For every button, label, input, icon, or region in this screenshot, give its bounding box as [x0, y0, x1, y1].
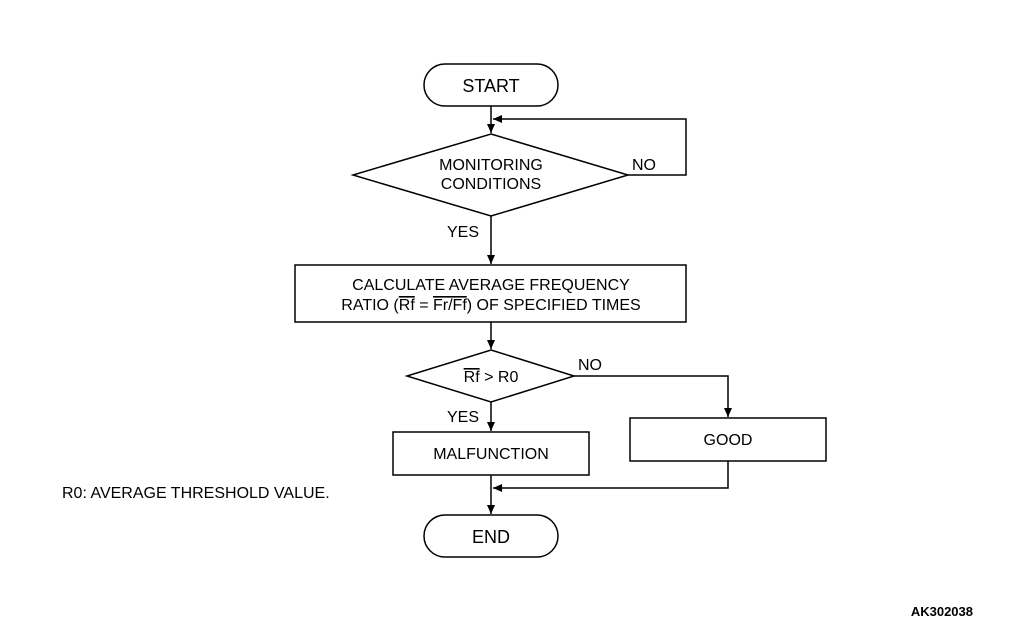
figure-code: AK302038: [911, 604, 973, 619]
end-terminal: END: [423, 514, 559, 558]
compare-label: Rf > R0: [464, 369, 519, 386]
calculate-label-line1: CALCULATE AVERAGE FREQUENCY: [352, 277, 630, 294]
edge-monitoring-no-loop: [493, 115, 687, 176]
start-label: START: [462, 76, 519, 96]
calc-suffix: ) OF SPECIFIED TIMES: [467, 297, 641, 314]
end-label: END: [472, 527, 510, 547]
no-label-compare: NO: [578, 357, 602, 374]
monitoring-label-line2: CONDITIONS: [441, 176, 541, 193]
start-terminal: START: [423, 63, 559, 107]
calc-prefix: RATIO (: [341, 297, 399, 314]
yes-label-monitoring: YES: [447, 224, 479, 241]
calculate-label-line2: RATIO (Rf = Fr/Ff) OF SPECIFIED TIMES: [341, 297, 640, 314]
malfunction-process: MALFUNCTION: [392, 431, 590, 476]
calc-equals: =: [415, 297, 433, 314]
good-label: GOOD: [704, 432, 753, 449]
edge-good-to-merge: [493, 461, 729, 492]
threshold-note: R0: AVERAGE THRESHOLD VALUE.: [62, 485, 330, 502]
calc-frff-overline: Fr/Ff: [433, 297, 467, 314]
edge-compare-no: [574, 375, 732, 417]
calc-rf-overline: Rf: [399, 297, 416, 314]
monitoring-conditions-decision: MONITORING CONDITIONS: [350, 133, 631, 217]
good-process: GOOD: [629, 417, 827, 462]
no-label-monitoring: NO: [632, 157, 656, 174]
compare-decision: Rf > R0: [404, 349, 577, 403]
compare-rf-overline: Rf: [464, 369, 481, 386]
malfunction-label: MALFUNCTION: [433, 446, 549, 463]
yes-label-compare: YES: [447, 409, 479, 426]
calculate-process: CALCULATE AVERAGE FREQUENCY RATIO (Rf = …: [294, 264, 687, 323]
compare-rest: > R0: [480, 369, 519, 386]
monitoring-label-line1: MONITORING: [439, 157, 543, 174]
